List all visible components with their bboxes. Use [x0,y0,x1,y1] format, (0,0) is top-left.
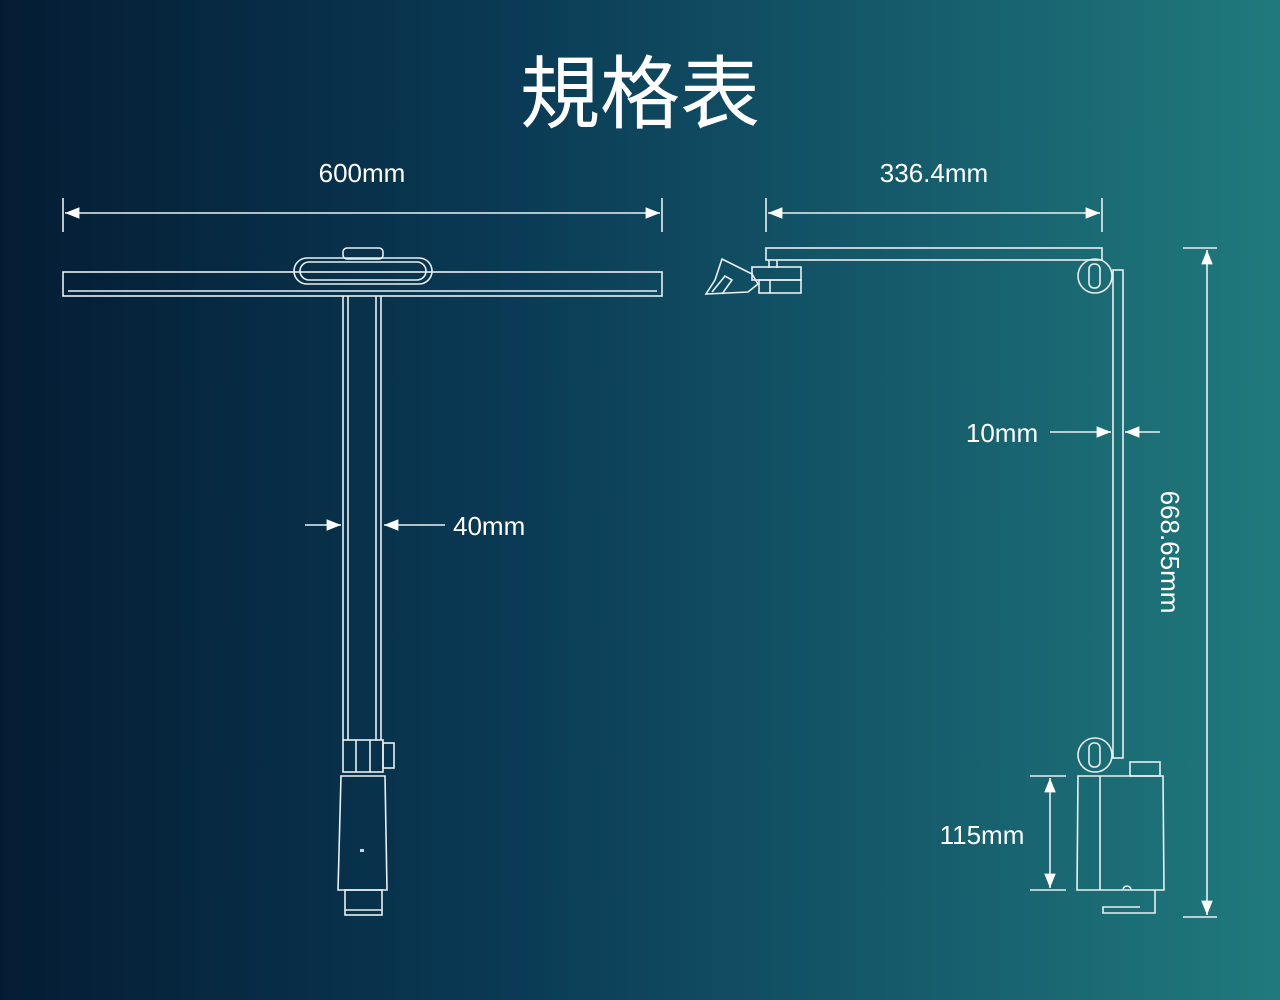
width-dimension: 600mm [62,158,663,232]
base-height-dimension: 115mm [940,775,1066,891]
side-base [1076,761,1165,914]
pole-thickness-dimension: 10mm [966,418,1160,448]
pole [342,296,382,740]
lower-pivot [1077,737,1113,773]
arm [704,247,1103,295]
pole-width-label: 40mm [453,511,525,541]
base-height-label: 115mm [940,820,1025,850]
upper-pivot [1077,258,1113,294]
base [337,739,395,916]
height-dimension: 668.65mm [1155,247,1217,918]
side-view-lamp: 336.4mm 10mm [704,158,1217,918]
pole-thickness-label: 10mm [966,418,1038,448]
width-label: 600mm [319,158,406,188]
side-pole [1112,269,1124,759]
arm-length-dimension: 336.4mm [765,158,1103,232]
light-bar [62,247,663,297]
front-view-lamp: 600mm 40mm [62,158,663,916]
page-title: 規格表 [520,48,760,141]
height-label: 668.65mm [1155,491,1185,614]
arm-length-label: 336.4mm [880,158,988,188]
pole-width-dimension: 40mm [305,511,525,541]
indicator-dot [360,849,364,852]
